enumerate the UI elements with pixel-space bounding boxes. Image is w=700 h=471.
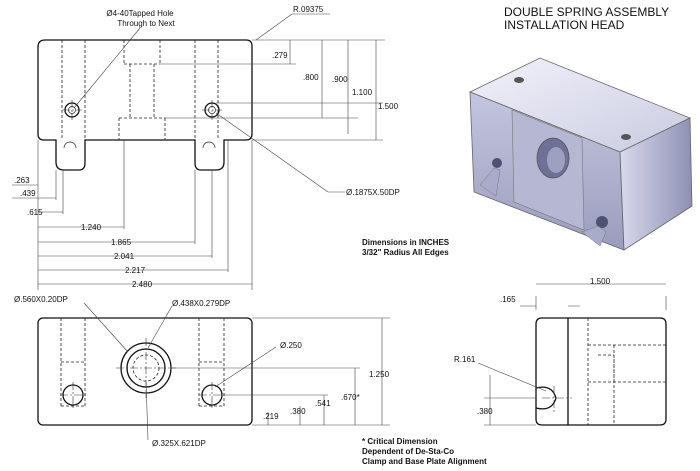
side-view-outline <box>535 317 667 426</box>
front-dim-219: .219 <box>263 412 279 421</box>
dim-263: .263 <box>14 176 30 185</box>
side-dim-380: .380 <box>477 407 493 416</box>
front-callout-left-top: Ø.560X0.20DP <box>14 295 68 304</box>
front-dim-380: .380 <box>290 407 306 416</box>
side-dim-r161: R.161 <box>454 355 476 364</box>
top-view-outline <box>37 39 253 171</box>
isometric-view <box>469 57 693 251</box>
front-left-pocket <box>60 318 86 407</box>
title-line-1: DOUBLE SPRING ASSEMBLY <box>504 5 669 19</box>
side-view: 1.500 .165 R.161 .380 <box>454 277 667 426</box>
front-right-pocket <box>198 318 225 407</box>
top-view-slot-hidden <box>61 40 219 140</box>
counterbore-callout: Ø.1875X.50DP <box>346 188 400 197</box>
radius-callout: R.09375 <box>293 5 324 14</box>
side-dim-1500: 1.500 <box>590 277 611 286</box>
critical-note-line-2: Dependent of De-Sta-Co <box>362 447 454 456</box>
front-view: Ø.560X0.20DP Ø.438X0.279DP Ø.250 Ø.325X.… <box>14 295 390 448</box>
front-callout-center-top: Ø.438X0.279DP <box>172 299 230 308</box>
dim-1100: 1.100 <box>352 88 373 97</box>
front-dim-670: .670* <box>341 393 360 402</box>
dim-1865: 1.865 <box>111 238 132 247</box>
critical-note-line-1: * Critical Dimension <box>362 437 438 446</box>
dim-900: .900 <box>332 75 348 84</box>
side-dim-165: .165 <box>500 295 516 304</box>
tapped-hole-callout-2: Through to Next <box>117 19 175 28</box>
front-callout-bottom: Ø.325X.621DP <box>152 439 206 448</box>
front-view-outline <box>37 317 253 426</box>
critical-note-line-3: Clamp and Base Plate Alignment <box>362 457 487 466</box>
front-dim-1250: 1.250 <box>369 370 390 379</box>
dim-615: .615 <box>27 208 43 217</box>
dim-2041: 2.041 <box>114 252 135 261</box>
dim-279: .279 <box>272 51 288 60</box>
dim-1500: 1.500 <box>378 102 399 111</box>
title-line-2: INSTALLATION HEAD <box>504 18 625 32</box>
front-dim-541: .541 <box>315 399 331 408</box>
front-callout-right: Ø.250 <box>280 341 302 350</box>
dim-1240: 1.240 <box>81 223 102 232</box>
tapped-hole-callout: Ø4-40Tapped Hole <box>106 9 174 18</box>
dimensions-note-line-1: Dimensions in INCHES <box>362 238 450 247</box>
top-view: Ø4-40Tapped Hole Through to Next R.09375… <box>12 5 400 290</box>
dimensions-note-line-2: 3/32" Radius All Edges <box>362 248 449 257</box>
dim-2217: 2.217 <box>125 266 146 275</box>
top-view-bore-hidden <box>118 40 166 140</box>
dim-800: .800 <box>303 73 319 82</box>
dim-2480: 2.480 <box>132 280 153 289</box>
dim-439: .439 <box>20 189 36 198</box>
